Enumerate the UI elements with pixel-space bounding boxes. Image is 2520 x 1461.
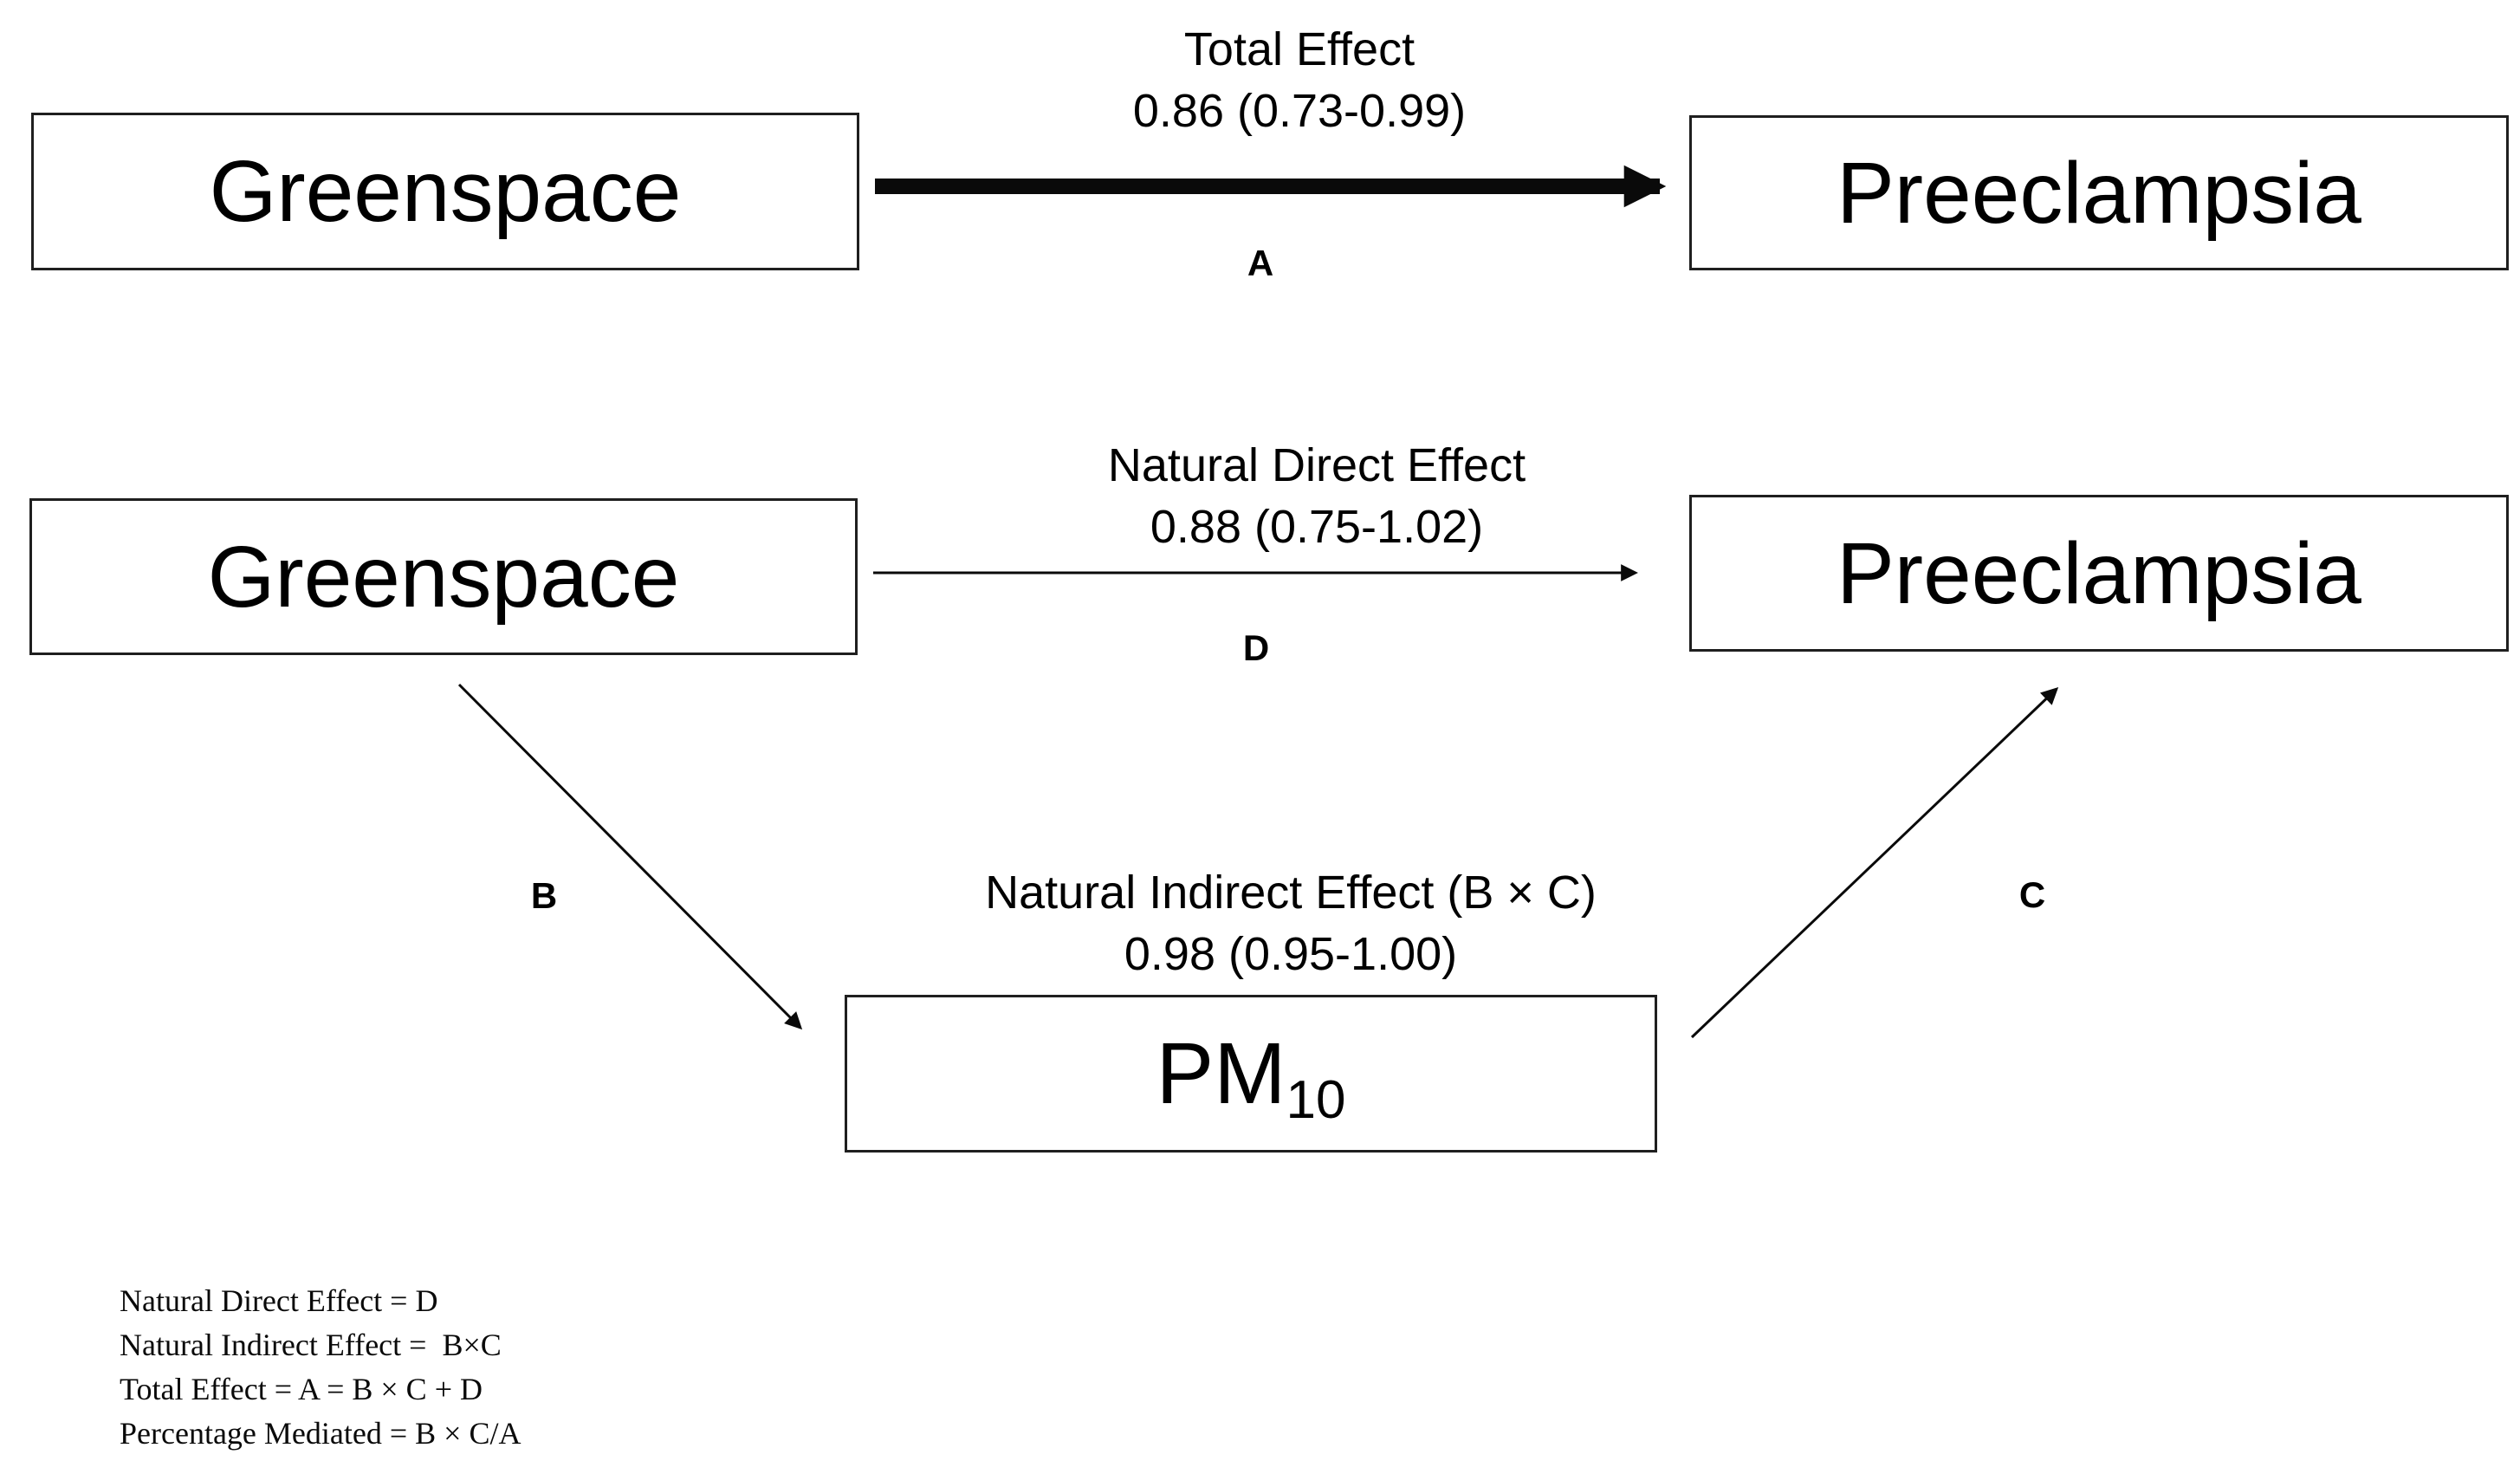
pm10-label-base: PM — [1156, 1025, 1286, 1122]
pm10-label: PM10 — [1156, 1030, 1346, 1127]
path-label-a: A — [1247, 243, 1274, 283]
path-c-arrow — [1690, 686, 2059, 1039]
total-effect-label: Total Effect 0.86 (0.73-0.99) — [953, 19, 1646, 142]
natural-indirect-effect-label: Natural Indirect Effect (B × C) 0.98 (0.… — [901, 862, 1681, 985]
pm10-label-subscript: 10 — [1286, 1070, 1346, 1131]
total-effect-estimate: 0.86 (0.73-0.99) — [1132, 85, 1467, 137]
preeclampsia-label: Preeclampsia — [1837, 144, 2361, 242]
total-effect-title: Total Effect — [1183, 23, 1415, 75]
natural-indirect-effect-estimate: 0.98 (0.95-1.00) — [1124, 928, 1458, 980]
path-label-d: D — [1242, 627, 1270, 668]
path-label-c: C — [2018, 874, 2046, 915]
natural-indirect-effect-title: Natural Indirect Effect (B × C) — [985, 867, 1597, 919]
path-b-arrow — [457, 683, 803, 1030]
formula-legend: Natural Direct Effect = D Natural Indire… — [120, 1279, 521, 1456]
legend-line-direct: Natural Direct Effect = D — [120, 1283, 438, 1318]
preeclampsia-box-total: Preeclampsia — [1689, 115, 2509, 270]
greenspace-label: Greenspace — [209, 143, 682, 240]
greenspace-box-direct: Greenspace — [29, 498, 858, 655]
pm10-box: PM10 — [845, 995, 1657, 1153]
greenspace-box-total: Greenspace — [31, 113, 859, 270]
preeclampsia-box-direct: Preeclampsia — [1689, 495, 2509, 652]
legend-line-total: Total Effect = A = B × C + D — [120, 1372, 483, 1406]
natural-direct-effect-estimate: 0.88 (0.75-1.02) — [1150, 501, 1484, 553]
natural-direct-effect-title: Natural Direct Effect — [1107, 439, 1526, 491]
path-label-b: B — [530, 875, 558, 916]
natural-direct-effect-label: Natural Direct Effect 0.88 (0.75-1.02) — [970, 435, 1663, 558]
legend-line-indirect: Natural Indirect Effect = B×C — [120, 1328, 502, 1362]
legend-line-percentage: Percentage Mediated = B × C/A — [120, 1416, 521, 1451]
greenspace-label: Greenspace — [207, 528, 680, 626]
preeclampsia-label: Preeclampsia — [1837, 524, 2361, 622]
